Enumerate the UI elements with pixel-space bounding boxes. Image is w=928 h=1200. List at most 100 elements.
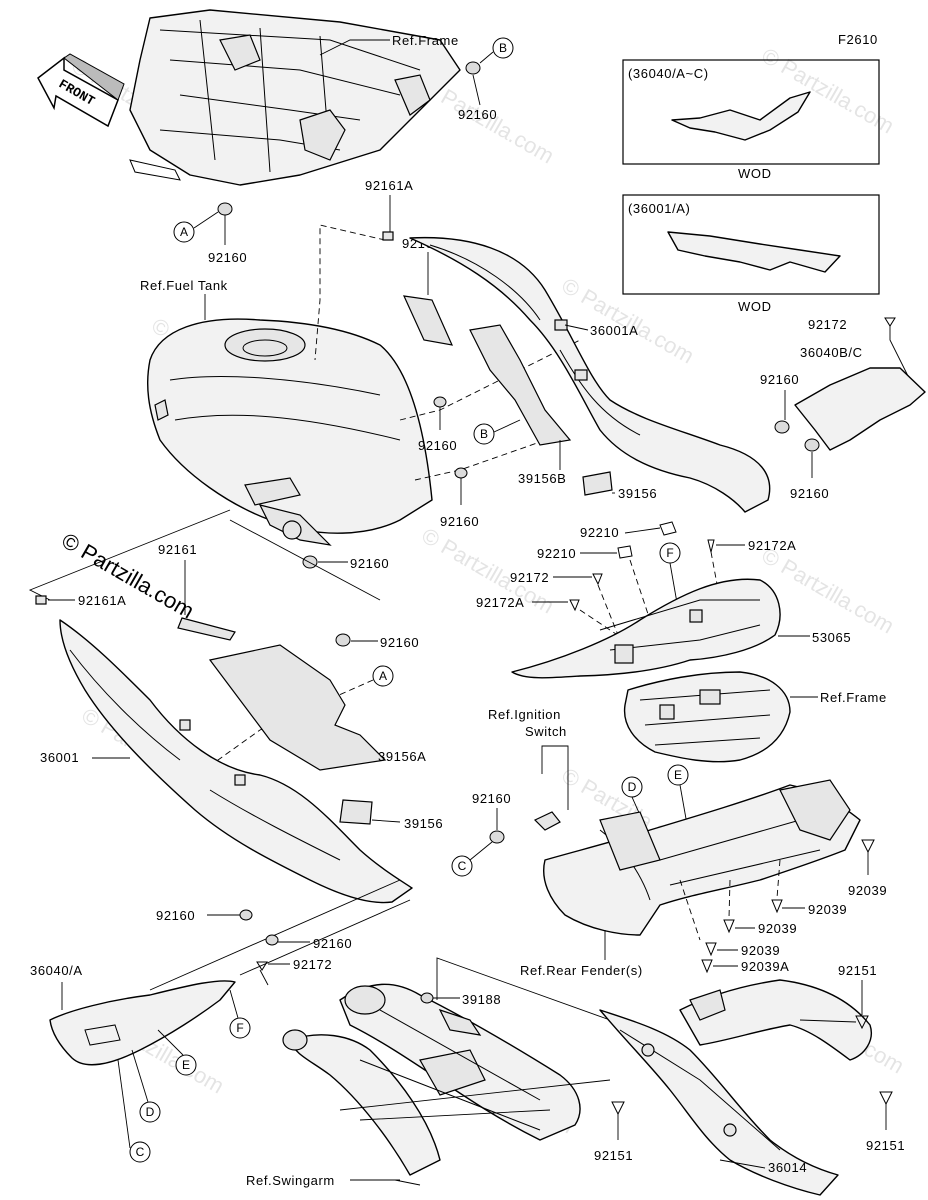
part-92039: 92039: [808, 902, 847, 917]
part-92160: 92160: [790, 486, 829, 501]
fuel-tank-illustration: [146, 318, 433, 546]
part-39156a: 39156A: [378, 749, 426, 764]
callout-e-icon: E: [175, 1054, 197, 1076]
inset-caption-wod: WOD: [738, 299, 772, 314]
ref-rear-fender: Ref.Rear Fender(s): [520, 963, 643, 978]
part-39156: 39156: [618, 486, 657, 501]
part-92161: 92161: [158, 542, 197, 557]
part-36040a: 36040/A: [30, 963, 83, 978]
pad-92161-icon: [177, 617, 236, 641]
part-92161a: 92161A: [365, 178, 413, 193]
washer-icon: [217, 202, 233, 216]
svg-text:F: F: [236, 1021, 243, 1035]
svg-text:C: C: [458, 859, 467, 873]
part-92160: 92160: [313, 936, 352, 951]
part-39156: 39156: [404, 816, 443, 831]
svg-text:D: D: [146, 1105, 155, 1119]
screw-icon: [855, 1015, 869, 1030]
part-92039: 92039: [741, 943, 780, 958]
part-92160: 92160: [350, 556, 389, 571]
callout-d-icon: D: [621, 776, 643, 798]
screw-icon: [723, 919, 735, 934]
part-92039: 92039: [848, 883, 887, 898]
rear-fender-36014-illustration: [599, 979, 872, 1196]
part-92161a: 92161A: [78, 593, 126, 608]
part-53065: 53065: [812, 630, 851, 645]
part-92151: 92151: [838, 963, 877, 978]
screw-icon: [256, 961, 268, 971]
svg-text:D: D: [628, 780, 637, 794]
rear-fender-illustration: [543, 779, 861, 936]
svg-text:B: B: [499, 41, 507, 55]
left-side-cover-36001-illustration: [59, 619, 413, 904]
part-92160: 92160: [380, 635, 419, 650]
cover-wod-illustration: [667, 231, 841, 273]
side-cover-wod-illustration: [671, 91, 811, 141]
pad-92161-icon: [403, 295, 454, 346]
insulator-39156a-illustration: [208, 644, 387, 771]
part-92160: 92160: [156, 908, 195, 923]
screw-icon: [569, 599, 580, 612]
part-36001a: 36001A: [590, 323, 638, 338]
screw-icon: [701, 959, 713, 974]
ref-frame-mid: Ref.Frame: [820, 690, 887, 705]
callout-b-icon: B: [473, 423, 495, 445]
svg-text:E: E: [182, 1058, 190, 1072]
washer-icon: [335, 633, 351, 647]
part-36001: 36001: [40, 750, 79, 765]
washer-icon: [804, 438, 820, 452]
screw-icon: [884, 317, 896, 327]
svg-text:A: A: [379, 669, 387, 683]
callout-b-icon: B: [492, 37, 514, 59]
washer-icon: [433, 396, 447, 408]
screw-icon: [861, 839, 875, 854]
inset-ref-36001: (36001/A): [628, 201, 691, 216]
seat-cowl-53065-illustration: [511, 578, 781, 679]
part-92172a: 92172A: [476, 595, 524, 610]
washer-icon: [239, 909, 253, 921]
part-39156b: 39156B: [518, 471, 566, 486]
right-side-cover-36001a-illustration: [409, 236, 771, 513]
ref-ignition-line2: Switch: [525, 724, 567, 739]
screw-icon: [592, 573, 603, 586]
swingarm-illustration: [282, 983, 581, 1176]
washer-icon: [265, 934, 279, 946]
part-92210: 92210: [580, 525, 619, 540]
inset-caption-wod: WOD: [738, 166, 772, 181]
nut-icon: [617, 545, 633, 559]
part-92039: 92039: [758, 921, 797, 936]
part-92172a: 92172A: [748, 538, 796, 553]
part-36040bc: 36040B/C: [800, 345, 863, 360]
ref-swingarm: Ref.Swingarm: [246, 1173, 335, 1188]
ignition-bracket-icon: [533, 811, 561, 831]
part-92039a: 92039A: [741, 959, 789, 974]
part-92160: 92160: [472, 791, 511, 806]
part-92160: 92160: [208, 250, 247, 265]
inset-ref-36040: (36040/A~C): [628, 66, 709, 81]
screw-icon: [879, 1091, 893, 1106]
svg-text:E: E: [674, 768, 682, 782]
inset-box-36040: [622, 59, 880, 165]
part-92210: 92210: [537, 546, 576, 561]
part-92160: 92160: [458, 107, 497, 122]
part-39188: 39188: [462, 992, 501, 1007]
washer-icon: [454, 467, 468, 479]
nut-icon: [659, 521, 677, 536]
callout-e-icon: E: [667, 764, 689, 786]
callout-d-icon: D: [139, 1101, 161, 1123]
ref-fuel-tank: Ref.Fuel Tank: [140, 278, 228, 293]
pad-39156-icon: [582, 471, 613, 496]
callout-f-icon: F: [229, 1017, 251, 1039]
clip-icon: [35, 595, 47, 605]
part-92160: 92160: [440, 514, 479, 529]
watermark-layer: © Partzilla.com © Partzilla.com © Partzi…: [68, 43, 909, 1139]
washer-icon: [489, 830, 505, 844]
callout-f-icon: F: [659, 542, 681, 564]
washer-icon: [774, 420, 790, 434]
screw-icon: [705, 942, 717, 957]
svg-text:F: F: [666, 546, 673, 560]
callout-a-icon: A: [173, 221, 195, 243]
ref-frame-top: Ref.Frame: [392, 33, 459, 48]
